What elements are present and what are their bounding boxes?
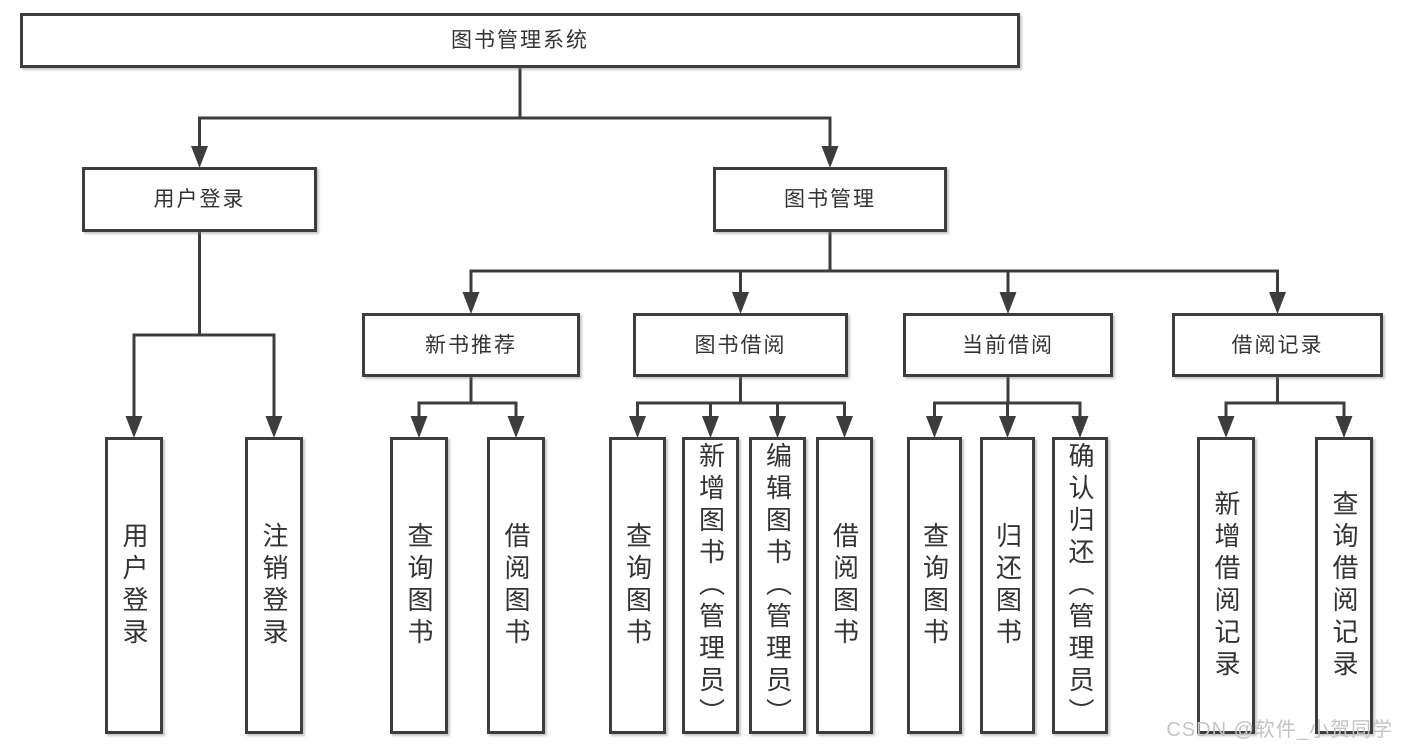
arrowhead-icon — [702, 416, 719, 438]
arrowhead-icon — [821, 146, 839, 168]
node-label-user-login: 用户登录 — [153, 188, 246, 211]
node-label-current-borrow: 当前借阅 — [962, 333, 1054, 357]
arrowhead-icon — [732, 292, 749, 314]
node-label-user-login-leaf: 用户登录 — [119, 521, 149, 650]
node-label-logout-leaf: 注销登录 — [259, 521, 289, 650]
node-add-books-admin: 新增图书（管理员） — [682, 437, 739, 734]
node-label-book-borrow: 图书借阅 — [694, 333, 787, 357]
node-label-new-book-rec: 新书推荐 — [425, 333, 517, 357]
node-current-borrow: 当前借阅 — [903, 313, 1113, 377]
node-book-mgmt: 图书管理 — [713, 167, 947, 232]
node-label-return-books: 归还图书 — [992, 521, 1023, 650]
arrowhead-icon — [999, 292, 1017, 314]
arrowhead-icon — [1335, 416, 1353, 438]
arrowhead-icon — [507, 416, 525, 438]
node-label-query-books-borrow: 查询图书 — [622, 521, 653, 650]
node-edit-books-admin: 编辑图书（管理员） — [749, 437, 806, 734]
node-label-query-books-current: 查询图书 — [919, 521, 950, 650]
node-add-borrow-record: 新增借阅记录 — [1197, 437, 1255, 734]
node-label-query-borrow-record: 查询借阅记录 — [1329, 489, 1359, 682]
node-label-add-books-admin: 新增图书（管理员） — [695, 441, 726, 730]
node-label-book-mgmt: 图书管理 — [784, 188, 876, 211]
arrowhead-icon — [1217, 416, 1235, 438]
node-label-borrow-records: 借阅记录 — [1231, 333, 1324, 357]
node-query-books-current: 查询图书 — [907, 437, 962, 734]
arrowhead-icon — [926, 416, 943, 438]
arrowhead-icon — [125, 416, 143, 438]
node-query-books-rec: 查询图书 — [390, 437, 448, 734]
arrowhead-icon — [410, 416, 428, 438]
node-label-confirm-return-admin: 确认归还（管理员） — [1065, 441, 1095, 730]
node-user-login: 用户登录 — [82, 167, 317, 232]
node-label-add-borrow-record: 新增借阅记录 — [1211, 489, 1241, 682]
node-user-login-leaf: 用户登录 — [105, 437, 163, 734]
arrowhead-icon — [1269, 292, 1286, 314]
arrowhead-icon — [769, 416, 786, 438]
node-borrow-books-borrow: 借阅图书 — [816, 437, 873, 734]
node-label-root: 图书管理系统 — [451, 29, 589, 52]
node-return-books: 归还图书 — [980, 437, 1035, 734]
node-borrow-books-rec: 借阅图书 — [487, 437, 545, 734]
node-borrow-records: 借阅记录 — [1172, 313, 1383, 377]
node-query-books-borrow: 查询图书 — [609, 437, 666, 734]
node-logout-leaf: 注销登录 — [245, 437, 303, 734]
arrowhead-icon — [462, 292, 480, 314]
node-book-borrow: 图书借阅 — [633, 313, 848, 377]
arrowhead-icon — [265, 416, 283, 438]
node-confirm-return-admin: 确认归还（管理员） — [1052, 437, 1108, 734]
node-label-borrow-books-borrow: 借阅图书 — [829, 521, 860, 650]
node-query-borrow-record: 查询借阅记录 — [1315, 437, 1373, 734]
node-label-edit-books-admin: 编辑图书（管理员） — [762, 441, 793, 730]
arrowhead-icon — [629, 416, 646, 438]
node-new-book-rec: 新书推荐 — [362, 313, 580, 377]
node-label-borrow-books-rec: 借阅图书 — [501, 521, 531, 650]
arrowhead-icon — [191, 146, 208, 168]
arrowhead-icon — [836, 416, 853, 438]
arrowhead-icon — [999, 416, 1016, 438]
node-label-query-books-rec: 查询图书 — [404, 521, 434, 650]
node-root: 图书管理系统 — [20, 13, 1020, 68]
arrowhead-icon — [1071, 416, 1089, 438]
